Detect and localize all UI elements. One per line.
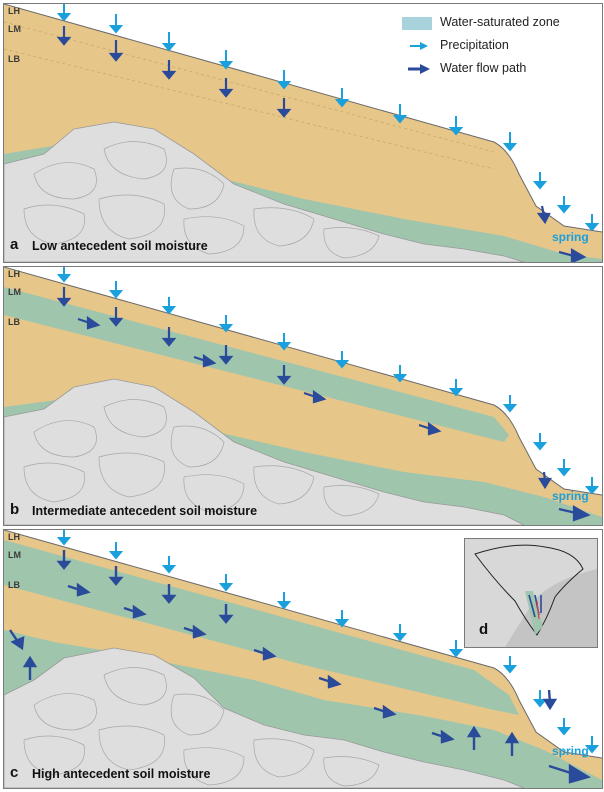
panel-b-drawing [4,267,602,525]
legend-label-precipitation: Precipitation [440,38,509,52]
layer-label-lh: LH [8,532,20,542]
precipitation-arrow-icon [410,42,428,50]
panel-a: LH LM LB a Low antecedent soil moisture … [3,3,603,263]
legend: Water-saturated zone Precipitation Water… [402,12,592,86]
layer-label-lb: LB [8,580,20,590]
spring-label-c: spring [552,744,589,758]
layer-label-lh: LH [8,269,20,279]
layer-label-lm: LM [8,287,21,297]
panel-letter-c: c [10,764,19,781]
panel-caption-a: Low antecedent soil moisture [32,239,208,253]
panel-b: LH LM LB b Intermediate antecedent soil … [3,266,603,526]
inset-map: d [464,538,598,648]
panel-letter-b: b [10,501,20,518]
layer-label-lb: LB [8,54,20,64]
flow-arrow-icon [408,64,430,74]
inset-letter-d: d [479,621,489,638]
panel-letter-a: a [10,236,19,253]
panel-c: LH LM LB c High antecedent soil moisture… [3,529,603,789]
spring-label-b: spring [552,489,589,503]
legend-item-flow: Water flow path [402,60,592,78]
legend-label-saturated: Water-saturated zone [440,15,560,29]
panel-caption-c: High antecedent soil moisture [32,767,211,781]
spring-label-a: spring [552,230,589,244]
layer-label-lh: LH [8,6,20,16]
layer-label-lm: LM [8,550,21,560]
layer-label-lm: LM [8,24,21,34]
panel-c-drawing [4,530,602,788]
saturated-swatch-icon [402,17,432,30]
legend-label-flow: Water flow path [440,61,527,75]
panel-caption-b: Intermediate antecedent soil moisture [32,504,258,518]
layer-label-lb: LB [8,317,20,327]
inset-terrain [465,539,597,647]
legend-item-precipitation: Precipitation [402,37,592,55]
legend-item-saturated: Water-saturated zone [402,14,592,32]
panel-a-drawing [4,4,602,262]
